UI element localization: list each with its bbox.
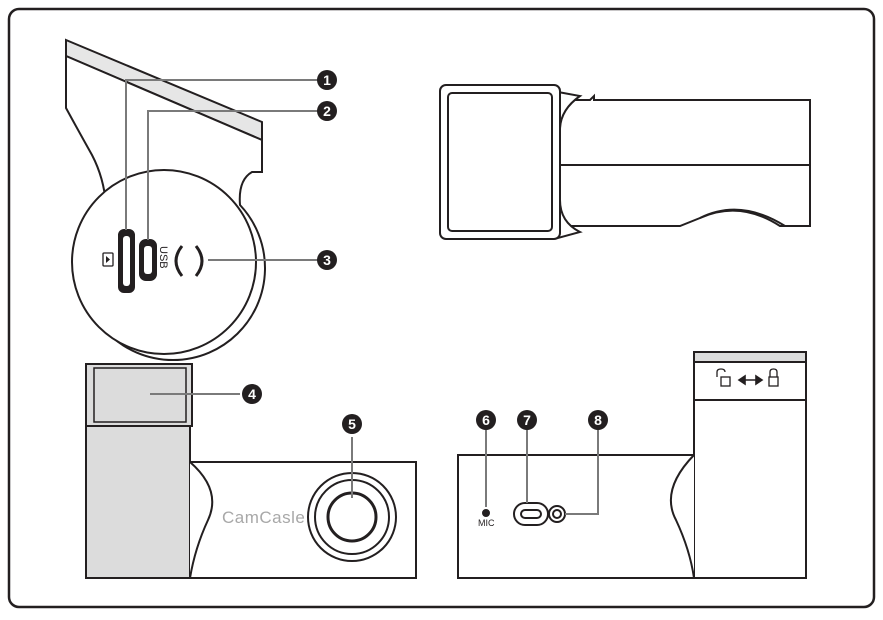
rear-mount	[693, 351, 807, 579]
callout-3: 3	[317, 250, 337, 270]
screen-display	[447, 92, 553, 232]
svg-text:5: 5	[348, 416, 356, 432]
reset-button	[174, 245, 184, 277]
svg-text:1: 1	[323, 72, 331, 88]
callout-5: 5	[342, 414, 362, 434]
body-bottom	[559, 164, 811, 227]
screen-view	[439, 84, 811, 240]
mic-hole	[482, 509, 490, 517]
svg-text:6: 6	[482, 412, 490, 428]
callout-7: 7	[517, 410, 537, 430]
svg-text:3: 3	[323, 252, 331, 268]
rear-view	[457, 351, 807, 579]
callout-2: 2	[317, 101, 337, 121]
callout-6: 6	[476, 410, 496, 430]
svg-text:4: 4	[248, 386, 256, 402]
body-curve	[699, 208, 786, 227]
rear-mount-top	[693, 351, 807, 363]
leaders-bottom-left	[150, 393, 353, 498]
rear-body	[457, 454, 695, 579]
side-ports-view	[65, 38, 266, 362]
front-curve	[189, 461, 214, 579]
rear-curve	[669, 454, 695, 579]
callout-4: 4	[242, 384, 262, 404]
leaders-top-left	[125, 79, 320, 261]
unlock-icon	[720, 376, 731, 387]
svg-text:2: 2	[323, 103, 331, 119]
callout-1: 1	[317, 70, 337, 90]
svg-text:7: 7	[523, 412, 531, 428]
double-arrow-icon	[737, 374, 764, 386]
lock-icon	[768, 376, 779, 387]
mic-label: MIC	[478, 518, 495, 528]
body-top	[556, 93, 811, 166]
leaders-bottom-right	[485, 429, 599, 515]
usb-label: USB	[157, 246, 169, 269]
front-lens-view	[85, 363, 417, 579]
svg-text:8: 8	[594, 412, 602, 428]
callout-8: 8	[588, 410, 608, 430]
lens	[326, 491, 378, 543]
round-end	[71, 169, 257, 355]
brand-label: CamCasle	[222, 508, 305, 527]
